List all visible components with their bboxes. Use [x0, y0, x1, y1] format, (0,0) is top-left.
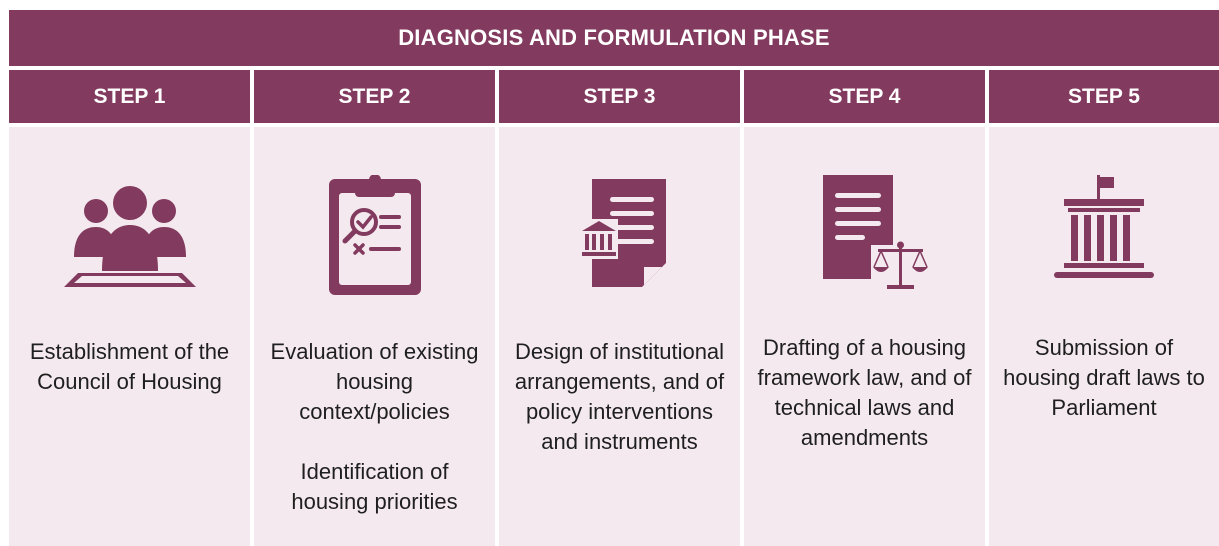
council-people-icon	[50, 175, 210, 299]
phase-banner: DIAGNOSIS AND FORMULATION PHASE	[9, 10, 1219, 66]
step-1-header: STEP 1	[9, 70, 250, 123]
step-5-column: STEP 5 Submission of	[989, 70, 1219, 546]
step-4-paragraph: Drafting of a housing framework law, and…	[757, 335, 972, 450]
step-4-label: STEP 4	[828, 84, 901, 108]
step-2-header: STEP 2	[254, 70, 495, 123]
institution-document-icon	[540, 175, 700, 299]
law-document-scales-icon	[785, 175, 945, 299]
step-3-panel: Design of institutional arrangements, an…	[499, 127, 740, 546]
step-3-paragraph: Design of institutional arrangements, an…	[514, 339, 725, 454]
step-2-paragraph-1: Evaluation of existing housing context/p…	[270, 339, 479, 424]
step-5-label: STEP 5	[1068, 84, 1140, 108]
step-1-label: STEP 1	[93, 84, 166, 108]
step-2-label: STEP 2	[338, 84, 411, 108]
step-3-description: Design of institutional arrangements, an…	[505, 337, 734, 457]
step-5-paragraph: Submission of housing draft laws to Parl…	[1003, 335, 1205, 420]
step-1-panel: Establishment of the Council of Housing	[9, 127, 250, 546]
step-1-description: Establishment of the Council of Housing	[15, 337, 244, 397]
step-4-column: STEP 4	[744, 70, 985, 546]
step-3-header: STEP 3	[499, 70, 740, 123]
step-4-description: Drafting of a housing framework law, and…	[750, 333, 979, 453]
step-2-paragraph-2: Identification of housing priorities	[291, 459, 458, 514]
step-1-column: STEP 1 Establishment of the Council of H…	[9, 70, 250, 546]
step-5-description: Submission of housing draft laws to Parl…	[995, 333, 1213, 423]
step-2-panel: Evaluation of existing housing context/p…	[254, 127, 495, 546]
step-2-column: STEP 2	[254, 70, 495, 546]
step-4-header: STEP 4	[744, 70, 985, 123]
clipboard-evaluation-icon	[295, 175, 455, 299]
step-5-header: STEP 5	[989, 70, 1219, 123]
step-2-description: Evaluation of existing housing context/p…	[260, 337, 489, 517]
step-5-panel: Submission of housing draft laws to Parl…	[989, 127, 1219, 546]
step-4-panel: Drafting of a housing framework law, and…	[744, 127, 985, 546]
step-1-paragraph: Establishment of the Council of Housing	[29, 339, 230, 394]
step-3-column: STEP 3	[499, 70, 740, 546]
step-3-label: STEP 3	[583, 84, 656, 108]
phase-title: DIAGNOSIS AND FORMULATION PHASE	[398, 25, 830, 50]
parliament-building-icon	[1024, 175, 1184, 299]
